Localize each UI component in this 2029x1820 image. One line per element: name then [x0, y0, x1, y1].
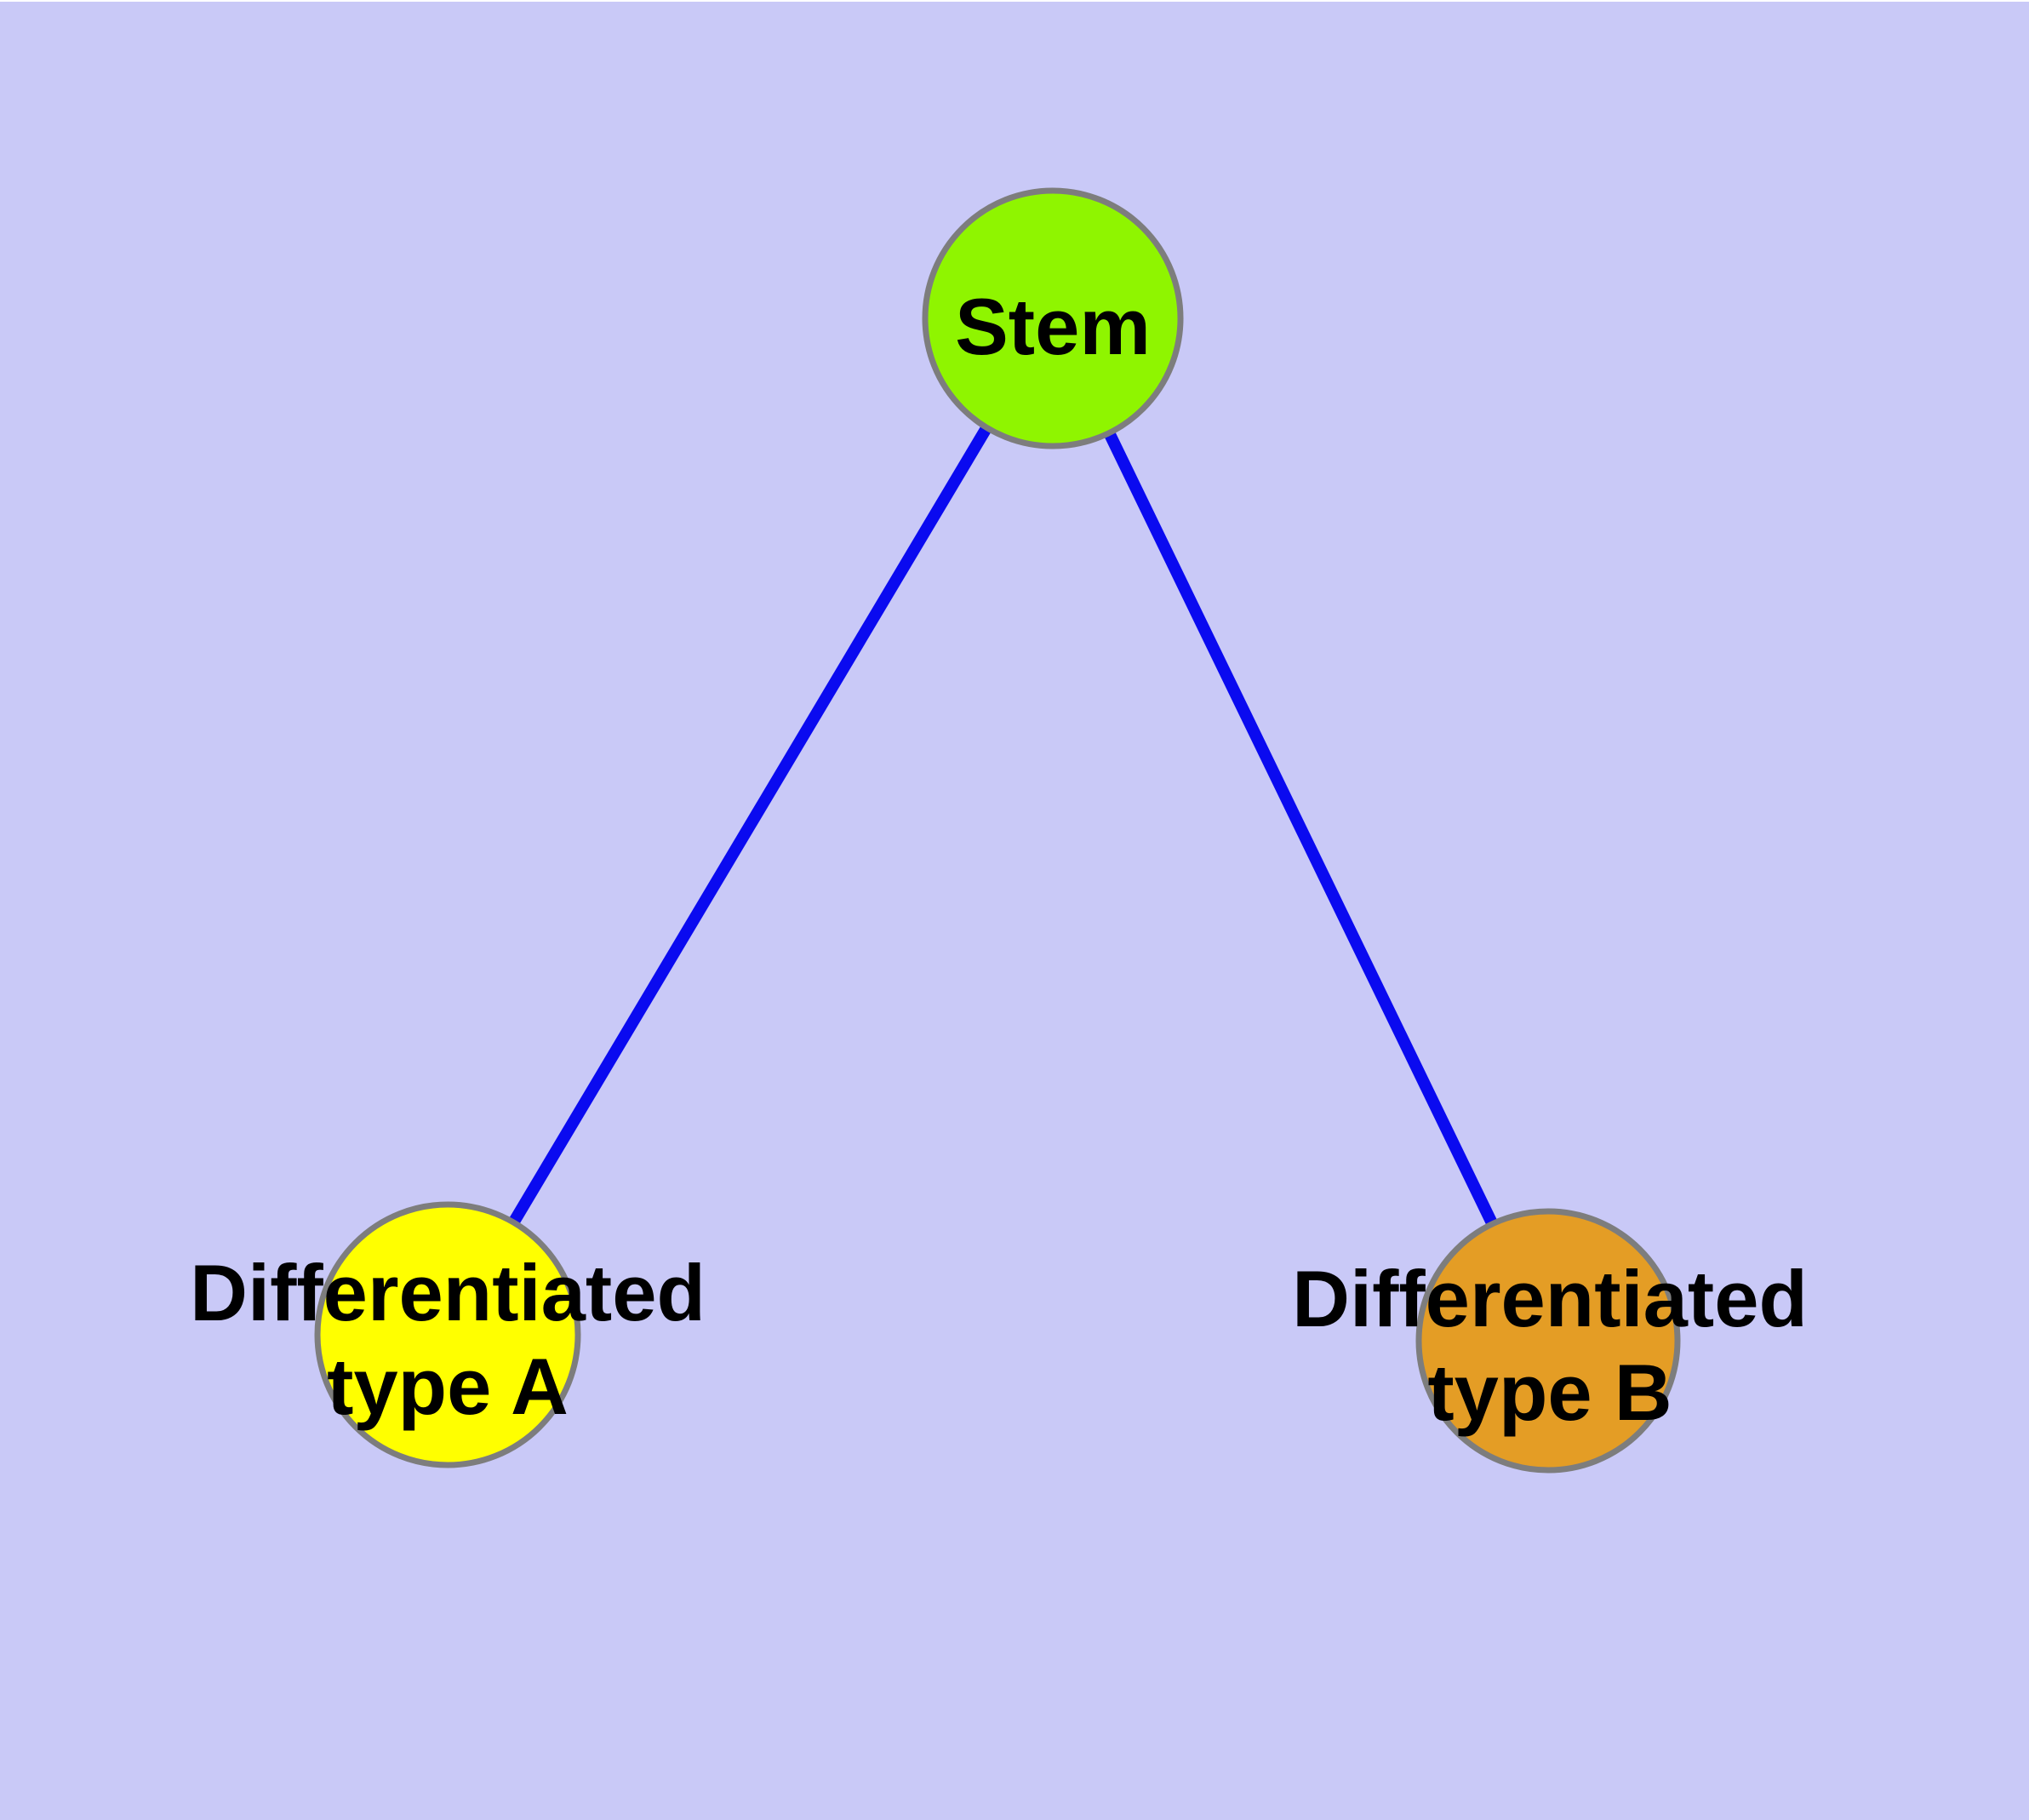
type-b-node-circle: [1415, 1208, 1681, 1474]
type-a-node-circle: [314, 1201, 581, 1468]
type-a-node-label-line1: Differentiated: [190, 1248, 706, 1337]
type-b-node-label-line1: Differentiated: [1292, 1254, 1808, 1343]
stem-node-label: Stem: [955, 282, 1151, 371]
edge-stem-to-type-a: [442, 313, 1059, 1336]
edge-stem-to-type-b: [1047, 313, 1554, 1342]
stem-node-circle: [922, 187, 1184, 449]
type-a-node-label-line2: type A: [327, 1342, 569, 1431]
type-b-node-label-line2: type B: [1427, 1348, 1672, 1437]
